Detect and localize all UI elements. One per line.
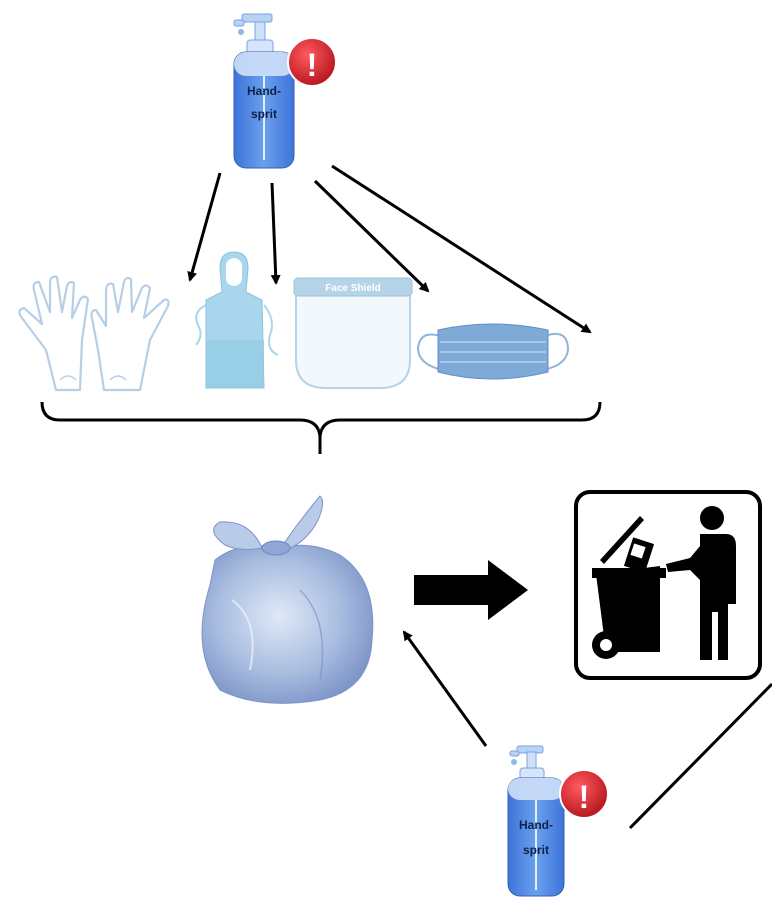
sanitizer-bottle-bottom: Hand- sprit !: [507, 745, 609, 897]
return-arrows: [402, 630, 772, 830]
surgical-mask-icon: [416, 323, 570, 380]
warning-symbol: !: [579, 779, 590, 815]
hand-sanitizer-bottle-icon: [507, 745, 565, 897]
warning-icon: !: [559, 769, 609, 819]
gloves-icon: [18, 275, 170, 392]
grouping-bracket: [40, 401, 602, 454]
big-arrow-to-trash: [414, 560, 528, 620]
line-from-trash: [628, 682, 772, 830]
apron-icon: [195, 251, 279, 389]
trash-disposal-sign-icon: [574, 490, 762, 680]
sanitizer-label-line1: Hand-: [247, 84, 281, 98]
arrow-to-gloves: [187, 172, 222, 282]
sanitizer-bottle-top: Hand- sprit !: [233, 13, 337, 169]
arrows-to-ppe: [187, 164, 592, 334]
arrow-to-mask: [331, 164, 592, 334]
ppe-items: Face Shield: [18, 251, 570, 392]
sanitizer-label-line2: sprit: [523, 843, 549, 857]
hand-sanitizer-bottle-icon: [233, 13, 295, 169]
face-shield-icon: Face Shield: [293, 277, 413, 389]
sanitizer-label-line1: Hand-: [519, 818, 553, 832]
garbage-bag-icon: [201, 495, 374, 704]
sanitizer-label-line2: sprit: [251, 107, 277, 121]
warning-icon: !: [287, 37, 337, 87]
arrow-to-face-shield: [313, 179, 430, 293]
arrow-to-apron: [270, 182, 281, 285]
arrow-to-bag: [402, 630, 488, 747]
face-shield-text: Face Shield: [325, 283, 381, 294]
warning-symbol: !: [307, 47, 318, 83]
